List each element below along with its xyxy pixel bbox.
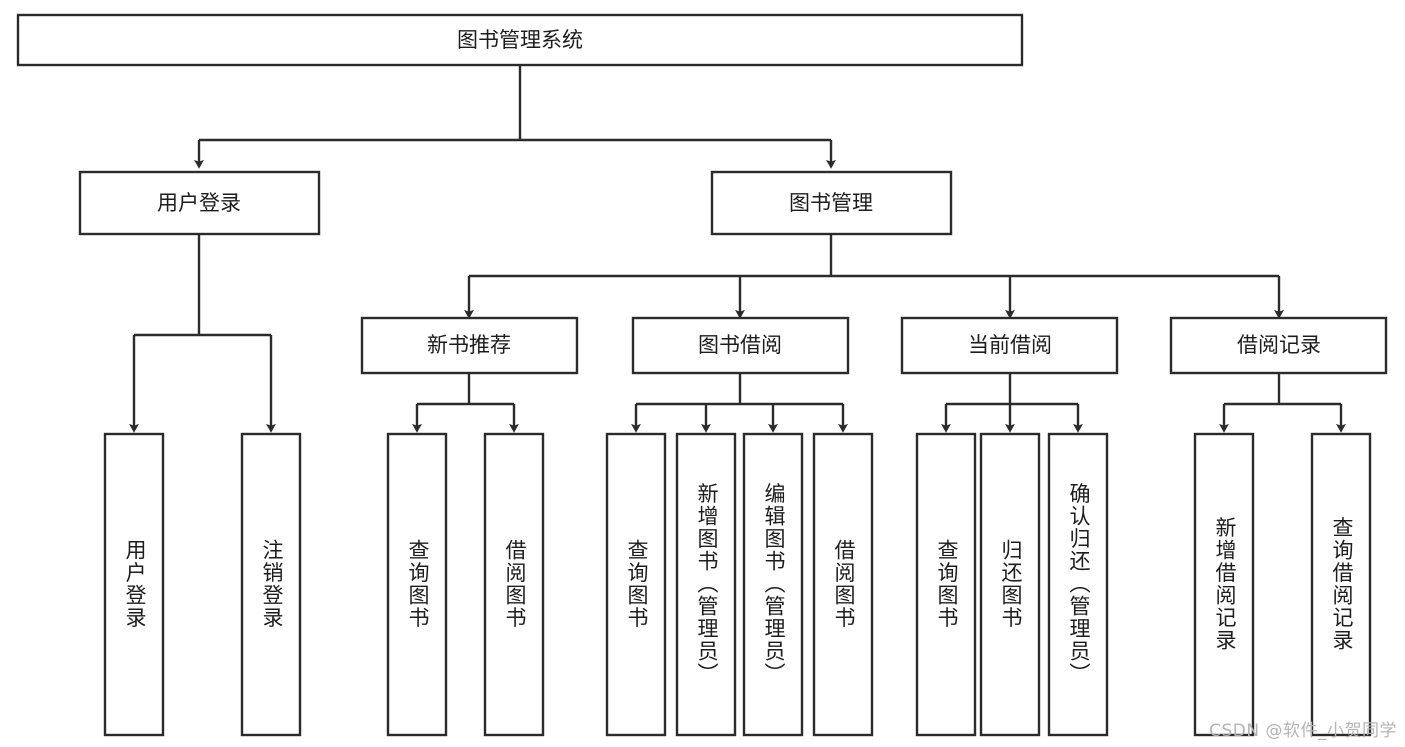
node-leaf-query-book-borrow[interactable]: 查询图书 [605,432,667,737]
node-leaf-return-book[interactable]: 归还图书 [979,432,1041,737]
node-book-borrow[interactable]: 图书借阅 [631,316,850,375]
node-book-manage[interactable]: 图书管理 [710,170,953,236]
node-leaf-borrow-book[interactable]: 借阅图书 [812,432,874,737]
node-leaf-edit-book-admin-label: 编辑图书（管理员） [762,483,786,686]
node-leaf-logout-label: 注销登录 [260,539,284,629]
node-new-book-recommend[interactable]: 新书推荐 [360,316,579,375]
node-current-borrow[interactable]: 当前借阅 [900,316,1119,375]
node-leaf-confirm-return-admin-label: 确认归还（管理员） [1067,483,1091,686]
node-leaf-add-book-admin[interactable]: 新增图书（管理员） [675,432,737,737]
connector-bookborrow-to-leaves [631,373,848,433]
node-leaf-add-borrow-record-label: 新增借阅记录 [1213,517,1237,652]
node-leaf-borrow-book-recommend-label: 借阅图书 [503,539,527,629]
node-leaf-return-book-label: 归还图书 [999,539,1023,629]
node-leaf-add-book-admin-label: 新增图书（管理员） [695,483,719,686]
node-borrow-record-label: 借阅记录 [1237,333,1321,357]
node-leaf-query-book-current-label: 查询图书 [935,539,959,629]
connector-currentborrow-to-leaves [941,373,1083,433]
node-user-login-label: 用户登录 [157,191,241,215]
node-book-manage-label: 图书管理 [789,191,873,215]
connector-borrowrecord-to-leaves [1219,373,1346,433]
node-leaf-user-login-label: 用户登录 [123,539,147,629]
node-book-borrow-label: 图书借阅 [698,333,782,357]
node-leaf-user-login[interactable]: 用户登录 [103,432,165,737]
node-leaf-edit-book-admin[interactable]: 编辑图书（管理员） [742,432,804,737]
node-leaf-add-borrow-record[interactable]: 新增借阅记录 [1193,432,1255,737]
csdn-watermark: CSDN @软件_小贺同学 [1209,721,1397,741]
node-leaf-borrow-book-recommend[interactable]: 借阅图书 [483,432,545,737]
node-leaf-query-book-recommend[interactable]: 查询图书 [386,432,448,737]
connector-root-to-level1 [194,65,836,169]
node-current-borrow-label: 当前借阅 [968,333,1052,357]
node-root[interactable]: 图书管理系统 [16,13,1024,67]
node-leaf-logout[interactable]: 注销登录 [240,432,302,737]
node-leaf-query-book-recommend-label: 查询图书 [406,539,430,629]
connector-newbook-to-leaves [412,373,519,433]
node-leaf-query-book-current[interactable]: 查询图书 [915,432,977,737]
node-borrow-record[interactable]: 借阅记录 [1169,316,1388,375]
node-leaf-confirm-return-admin[interactable]: 确认归还（管理员） [1047,432,1109,737]
node-leaf-query-borrow-record-label: 查询借阅记录 [1330,517,1354,652]
node-leaf-borrow-book-label: 借阅图书 [832,539,856,629]
node-leaf-query-book-borrow-label: 查询图书 [625,539,649,629]
node-leaf-query-borrow-record[interactable]: 查询借阅记录 [1310,432,1372,737]
node-root-label: 图书管理系统 [457,28,583,52]
node-new-book-recommend-label: 新书推荐 [427,333,511,357]
connector-bookmanage-to-level2 [464,234,1284,319]
node-user-login[interactable]: 用户登录 [78,170,321,236]
connector-userlogin-to-leaves [129,234,276,433]
